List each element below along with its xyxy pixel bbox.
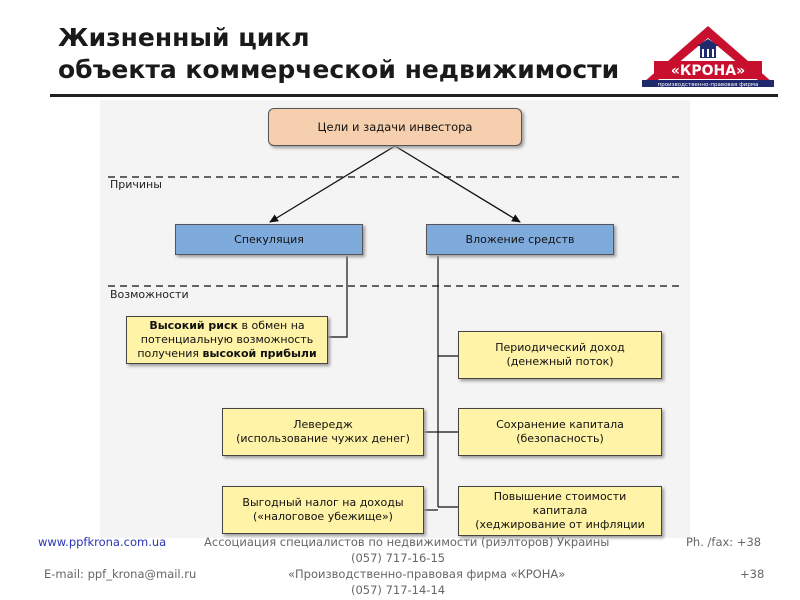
high-risk-box: Высокий риск в обмен на потенциальную во…: [126, 316, 328, 364]
growth-box: Повышение стоимости капитала (хеджирован…: [458, 486, 662, 536]
leverage-box: Левередж (использование чужих денег): [222, 408, 424, 456]
capital-box: Сохранение капитала (безопасность): [458, 408, 662, 456]
krona-logo: «КРОНА» производственно-правовая фирма: [642, 26, 774, 88]
logo-tagline: производственно-правовая фирма: [658, 82, 759, 88]
goal-box: Цели и задачи инвестора: [268, 108, 522, 146]
slide-title: Жизненный цикл объекта коммерческой недв…: [58, 22, 658, 86]
footer-phone-1: (057) 717-16-15: [351, 551, 446, 565]
income-box: Периодический доход (денежный поток): [458, 331, 662, 379]
footer-phone-label: Ph. /fax: +38: [686, 535, 762, 549]
footer-email[interactable]: E-mail: ppf_krona@mail.ru: [44, 567, 197, 581]
footer-association: Ассоциация специалистов по недвижимости …: [204, 535, 610, 549]
title-line-2: объекта коммерческой недвижимости: [58, 55, 620, 84]
arrow-to-investment: [394, 145, 521, 223]
investment-box: Вложение средств: [426, 224, 614, 255]
footer-phone-2-prefix: +38: [740, 567, 765, 581]
title-divider: [50, 94, 778, 97]
speculation-box: Спекуляция: [175, 224, 363, 255]
lifecycle-diagram: Причины Возможности Цели и задачи инвест…: [100, 100, 690, 538]
footer-phone-2: (057) 717-14-14: [351, 583, 446, 597]
label-causes: Причины: [110, 178, 162, 191]
footer-website-link[interactable]: www.ppfkrona.com.ua: [38, 535, 167, 549]
connector-speculation-risk: [328, 256, 348, 338]
diagram-connectors: [108, 145, 682, 511]
label-possibilities: Возможности: [110, 288, 189, 301]
title-line-1: Жизненный цикл: [58, 23, 310, 52]
footer-firm: «Производственно-правовая фирма «КРОНА»: [288, 567, 566, 581]
tax-box: Выгодный налог на доходы («налоговое убе…: [222, 486, 424, 534]
arrow-to-speculation: [269, 145, 396, 223]
logo-name: «КРОНА»: [671, 63, 745, 79]
